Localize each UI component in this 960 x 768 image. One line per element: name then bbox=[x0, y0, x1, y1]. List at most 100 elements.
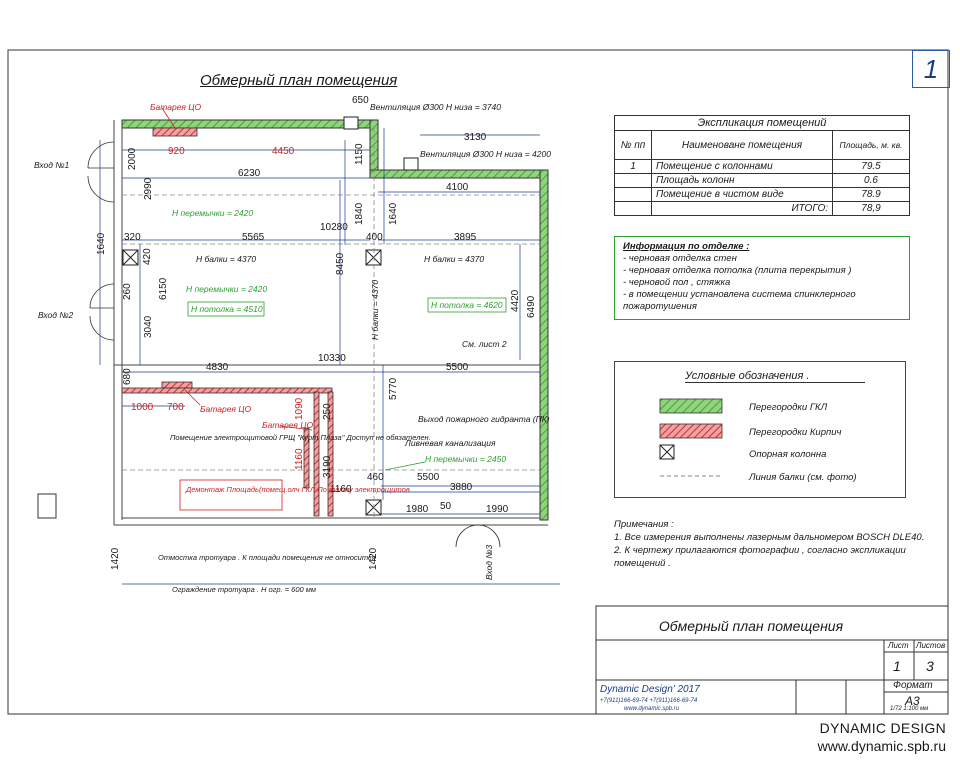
sewer-label: Ливневая канализация bbox=[404, 438, 496, 448]
dim-5500a: 5500 bbox=[446, 362, 469, 373]
dim-5500b: 5500 bbox=[417, 472, 440, 483]
table-row: 1 Помещение с колоннами 79.5 bbox=[614, 159, 910, 174]
battery-mid-label: Батарея ЦО bbox=[200, 404, 252, 414]
dim-320: 320 bbox=[124, 232, 141, 243]
see-sheet-label: См. лист 2 bbox=[462, 339, 507, 349]
title-block bbox=[595, 605, 949, 715]
dim-6230: 6230 bbox=[238, 168, 261, 179]
company-phones: +7(911)166-69-74 +7(911)166-69-74 bbox=[600, 698, 698, 704]
col-no: № пп bbox=[614, 130, 652, 160]
notes-title: Примечания : bbox=[614, 519, 674, 530]
title-block-title: Обмерный план помещения bbox=[658, 618, 844, 634]
dismantle-note: Демонтаж Площадь(помещ.олч ГКЛ По факту … bbox=[185, 485, 410, 494]
dimension-lines bbox=[99, 128, 560, 585]
dim-3190: 3190 bbox=[322, 455, 333, 478]
hydrant-label: Выход пожарного гидранта (ПК) bbox=[418, 414, 550, 424]
page-number: 1 bbox=[912, 50, 950, 88]
dim-6490: 6490 bbox=[526, 295, 537, 318]
sidewalk-note-1: Отмостка тротуара . К площади помещения … bbox=[158, 553, 376, 562]
dim-1160: 1160 bbox=[294, 448, 305, 470]
vent-2-label: Вентиляция Ø300 Н низа = 4200 bbox=[420, 149, 551, 159]
battery-top-label: Батарея ЦО bbox=[150, 102, 202, 112]
ceiling-1-label: Н потолка = 4510 bbox=[191, 304, 263, 314]
col-name: Наименоване помещения bbox=[651, 130, 833, 160]
brick-walls bbox=[121, 127, 334, 517]
sheets-label: Листов bbox=[916, 641, 946, 650]
finish-item: - черновая отделка стен bbox=[623, 253, 737, 264]
sheet-label: Лист bbox=[888, 641, 909, 650]
dim-2000: 2000 bbox=[127, 147, 138, 170]
dim-1990: 1990 bbox=[486, 504, 509, 515]
lintel-3-label: Н перемычки = 2450 bbox=[425, 454, 506, 464]
dim-4100: 4100 bbox=[446, 182, 469, 193]
lintel-2-label: Н перемычки = 2420 bbox=[186, 284, 267, 294]
finish-info: Информация по отделке : - черновая отдел… bbox=[614, 236, 910, 320]
company-name: Dynamic Design' 2017 bbox=[600, 684, 700, 695]
dim-4830: 4830 bbox=[206, 362, 229, 373]
wall-right bbox=[539, 169, 549, 521]
dim-1640a: 1640 bbox=[96, 232, 107, 255]
dim-1000: 1000 bbox=[131, 402, 154, 413]
dim-460: 460 bbox=[367, 472, 384, 483]
note-item: 2. К чертежу прилагаются фотографии , со… bbox=[614, 545, 906, 569]
entry-1-label: Вход №1 bbox=[34, 160, 70, 170]
format-label: Формат bbox=[893, 680, 933, 691]
dim-1840: 1840 bbox=[354, 202, 365, 225]
legend-label-column: Опорная колонна bbox=[749, 449, 827, 460]
dim-3880: 3880 bbox=[450, 482, 473, 493]
dim-8450: 8450 bbox=[335, 252, 346, 275]
dim-1090: 1090 bbox=[294, 397, 305, 420]
wall-note: Помещение электрощитовой ГРЩ "Курт Плаза… bbox=[170, 433, 431, 442]
brand-name: DYNAMIC DESIGN bbox=[819, 720, 946, 736]
column-3 bbox=[365, 499, 382, 516]
brand-url[interactable]: www.dynamic.spb.ru bbox=[817, 738, 946, 754]
finish-item: - в помещении установлена система спинкл… bbox=[623, 289, 856, 312]
note-item: 1. Все измерения выполнены лазерным даль… bbox=[614, 532, 925, 543]
dim-650: 650 bbox=[352, 95, 369, 106]
entry-2-label: Вход №2 bbox=[38, 310, 74, 320]
legend: Условные обозначения . Перегородки ГКЛ П… bbox=[614, 361, 906, 498]
legend-swatch-column bbox=[659, 444, 675, 460]
dim-920: 920 bbox=[168, 146, 185, 157]
explication-table: Экспликация помещений № пп Наименоване п… bbox=[614, 115, 910, 216]
dim-260: 260 bbox=[122, 283, 133, 300]
dim-420: 420 bbox=[142, 248, 153, 265]
sheets-count: 3 bbox=[926, 658, 934, 674]
dim-10330: 10330 bbox=[318, 353, 346, 364]
table-row: Площадь колонн 0.6 bbox=[614, 173, 910, 188]
sidewalk-note-2: Ограждение тротуара . Н огр. = 600 мм bbox=[172, 585, 316, 594]
electric-panel bbox=[37, 493, 57, 519]
table-row: ИТОГО: 78,9 bbox=[614, 201, 910, 216]
dim-400: 400 bbox=[366, 232, 383, 243]
finish-item: - черновая отделка потолка (плита перекр… bbox=[623, 265, 852, 276]
support-columns bbox=[122, 249, 382, 516]
dim-50: 50 bbox=[440, 501, 452, 512]
vent-1-label: Вентиляция Ø300 Н низа = 3740 bbox=[370, 102, 501, 112]
dim-5770: 5770 bbox=[388, 377, 399, 400]
notes: Примечания : 1. Все измерения выполнены … bbox=[614, 518, 954, 570]
battery-low-label: Батарея ЦО bbox=[262, 420, 314, 430]
beam-vertical-label: Н балки = 4370 bbox=[370, 280, 380, 340]
plan-title: Обмерный план помещения bbox=[200, 72, 398, 89]
beam-lines bbox=[122, 128, 540, 518]
dim-4420: 4420 bbox=[510, 289, 521, 312]
sheet-number: 1 bbox=[893, 658, 901, 674]
vent-box-1 bbox=[343, 116, 359, 130]
vent-box-2 bbox=[403, 157, 419, 171]
dim-1420a: 1420 bbox=[110, 547, 121, 570]
legend-title: Условные обозначения . bbox=[685, 370, 865, 383]
legend-swatch-gkl bbox=[659, 398, 723, 414]
finish-item: - черновой пол , стяжка bbox=[623, 277, 731, 288]
ceiling-2-label: Н потолка = 4620 bbox=[431, 300, 503, 310]
dim-700: 700 bbox=[167, 402, 184, 413]
dim-3895: 3895 bbox=[454, 232, 477, 243]
column-1 bbox=[122, 249, 139, 266]
dim-1160b: 1160 bbox=[330, 484, 352, 495]
doors bbox=[87, 141, 501, 548]
sheet-frame bbox=[7, 49, 949, 715]
red-annotations bbox=[161, 107, 313, 511]
dim-1640b: 1640 bbox=[388, 202, 399, 225]
dim-4450: 4450 bbox=[272, 146, 295, 157]
finish-info-title: Информация по отделке : bbox=[623, 241, 750, 252]
